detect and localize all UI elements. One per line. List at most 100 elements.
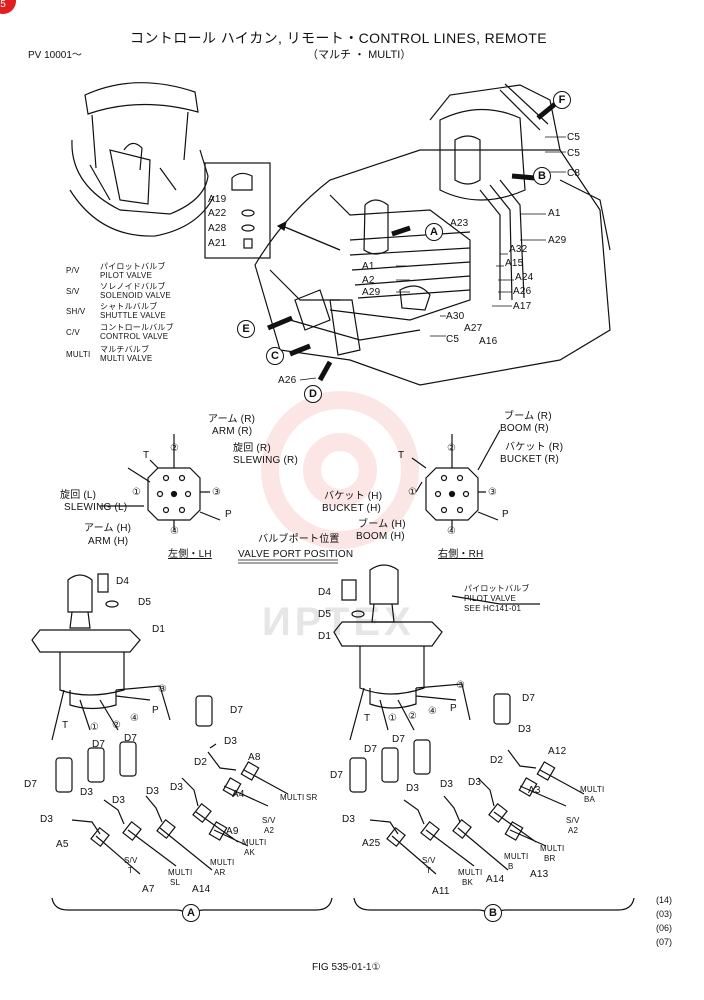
lh-arm-h-jp: アーム (H) [84, 523, 132, 534]
part-label: A9 [226, 826, 239, 837]
part-label: D2 [194, 757, 208, 768]
part-label: D3 [406, 783, 420, 794]
multi-label: MULTI [458, 868, 483, 877]
part-label: D1 [152, 624, 166, 635]
part-label: A11 [432, 886, 450, 897]
rh-boom-r-jp: ブーム (R) [504, 411, 552, 422]
sv-sub: A2 [264, 826, 275, 835]
lh-arm-r-jp: アーム (R) [208, 414, 256, 425]
part-label: A14 [486, 874, 505, 885]
part-label: A24 [515, 272, 534, 283]
view-marker-e: E [237, 320, 255, 338]
rh-bucket-r: BUCKET (R) [500, 454, 560, 465]
lh-port-t: T [143, 450, 150, 461]
fittings-b [349, 693, 585, 875]
legend-en: MULTI VALVE [100, 354, 153, 363]
port-mark: ② [408, 711, 418, 722]
multi-sub: BA [584, 795, 596, 804]
legend-jp: パイロットバルブ [100, 262, 166, 271]
lh-port-1: ① [132, 487, 142, 498]
lh-arm-r: ARM (R) [212, 426, 253, 437]
lh-port-2: ② [170, 443, 180, 454]
part-label: A15 [505, 258, 524, 269]
lh-side-label: 左側・LH [168, 549, 212, 560]
part-label: A30 [446, 311, 465, 322]
clamp-label-a21: A21 [208, 238, 227, 249]
legend-jp: シャトルバルブ [100, 302, 158, 311]
port-mark: ④ [428, 706, 438, 717]
rh-valve-ports [411, 429, 501, 530]
part-label: D7 [522, 693, 536, 704]
detail-b-caption: B [484, 904, 502, 922]
multi-sub: SL [170, 878, 181, 887]
legend-jp: マルチバルブ [100, 345, 150, 354]
part-label: D7 [364, 744, 378, 755]
part-label: D7 [392, 734, 406, 745]
revision-code: (06) [656, 923, 673, 933]
page-subtitle: （マルチ ・ MULTI） [307, 49, 412, 61]
legend-en: PILOT VALVE [100, 271, 153, 280]
multi-label: MULTI [580, 785, 605, 794]
part-label: C8 [567, 168, 581, 179]
clamp-label-a22: A22 [208, 208, 227, 219]
view-arrows [267, 98, 562, 382]
port-mark: ① [388, 713, 398, 724]
part-label: A12 [548, 746, 567, 757]
part-label: A26 [278, 375, 297, 386]
lh-slew-l-jp: 旋回 (L) [60, 490, 97, 501]
part-label: A29 [362, 287, 381, 298]
clamp-label-a19: A19 [208, 194, 227, 205]
machine-body [254, 83, 611, 386]
part-label: D5 [318, 609, 332, 620]
lh-port-4: ④ [170, 526, 180, 537]
rh-bucket-r-jp: バケット (R) [505, 442, 564, 453]
multi-sub: AK [244, 848, 256, 857]
port-mark: ① [90, 722, 100, 733]
part-label: D7 [330, 770, 344, 781]
rh-port-1: ① [408, 487, 418, 498]
part-label: D3 [440, 779, 454, 790]
valve-port-position-jp: バルブポート位置 [258, 534, 340, 545]
clamp-label-a28: A28 [208, 223, 227, 234]
multi-sub: B [508, 862, 514, 871]
view-marker-a: A [425, 223, 443, 241]
valve-port-position-en: VALVE PORT POSITION [238, 549, 354, 560]
legend-en: CONTROL VALVE [100, 332, 169, 341]
legend-jp: コントロールバルブ [100, 323, 174, 332]
part-label: D2 [490, 755, 504, 766]
part-label: D3 [112, 795, 126, 806]
part-label: A17 [513, 301, 532, 312]
revision-code: (03) [656, 909, 673, 919]
group-braces [51, 897, 635, 920]
part-label: D7 [24, 779, 38, 790]
view-marker-f: F [553, 91, 571, 109]
part-label: C5 [567, 148, 581, 159]
part-label: D7 [230, 705, 244, 716]
pilot-valve-a [31, 573, 171, 741]
pilot-note: SEE HC141-01 [464, 604, 522, 613]
rh-bucket-h: BUCKET (H) [322, 503, 382, 514]
part-label: D7 [92, 739, 106, 750]
rh-boom-h: BOOM (H) [356, 531, 405, 542]
part-label: A3 [528, 785, 541, 796]
legend-code: SH/V [66, 307, 86, 316]
part-label: D3 [342, 814, 356, 825]
part-label: D7 [124, 733, 138, 744]
part-label: A16 [479, 336, 498, 347]
pilot-valve-b [333, 564, 540, 741]
revision-codes: (14) (03) (06) (07) [656, 893, 672, 949]
figure-number: FIG 535-01-1① [312, 962, 381, 973]
port-mark: ④ [130, 713, 140, 724]
legend-code: MULTI [66, 350, 91, 359]
part-label: A2 [362, 275, 375, 286]
sv-sub: T [426, 866, 432, 875]
multi-label: MULTI [504, 852, 529, 861]
revision-code: (14) [656, 895, 673, 905]
part-label: D5 [138, 597, 152, 608]
part-label: D4 [116, 576, 130, 587]
part-label: A26 [513, 286, 532, 297]
part-label: A8 [248, 752, 261, 763]
legend-en: SOLENOID VALVE [100, 291, 171, 300]
leader-lines [299, 136, 566, 381]
